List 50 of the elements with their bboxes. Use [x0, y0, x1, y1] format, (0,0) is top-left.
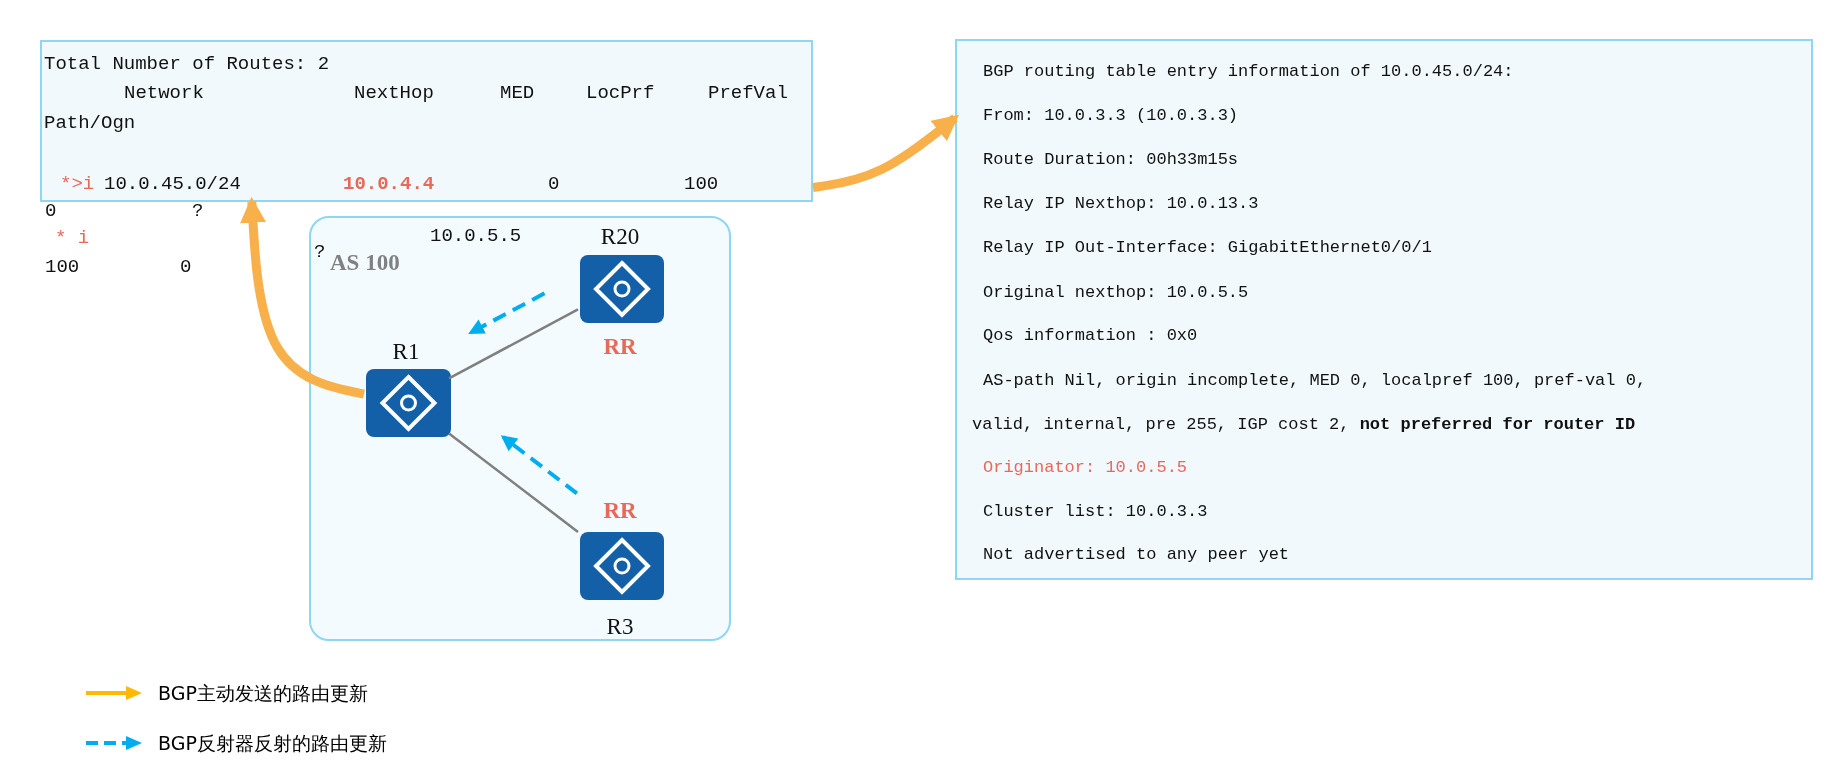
table-text: Network: [124, 81, 204, 105]
router-name: R20: [599, 224, 641, 250]
table-text: ?: [192, 199, 204, 223]
curved-arrow: [812, 114, 960, 192]
detail-line: Relay IP Out-Interface: GigabitEthernet0/0/1: [983, 237, 1432, 259]
detail-line: Route Duration: 00h33m15s: [983, 149, 1239, 171]
table-text: 10.0.45.0/24: [104, 172, 241, 196]
as-label: AS 100: [330, 250, 400, 276]
router-name: R1: [391, 339, 421, 365]
as-group-box: [309, 216, 731, 641]
link-line: [448, 308, 579, 380]
legend-label: BGP主动发送的路由更新: [158, 681, 368, 705]
route-detail-panel: [955, 39, 1813, 580]
detail-line: BGP routing table entry information of 10.0.45.0/24:: [983, 61, 1514, 83]
table-text: Total Number of Routes: 2: [44, 52, 330, 76]
detail-line: Qos information : 0x0: [983, 325, 1198, 347]
link-line: [448, 432, 579, 533]
table-text: PrefVal: [708, 81, 788, 105]
table-text: 100: [684, 172, 719, 196]
table-text: * i: [55, 226, 90, 250]
address-label: 10.0.5.5: [430, 224, 522, 248]
table-text: 0: [548, 172, 560, 196]
detail-line: Not advertised to any peer yet: [983, 544, 1290, 566]
table-text: NextHop: [354, 81, 434, 105]
table-text: 0: [180, 255, 192, 279]
detail-line: Cluster list: 10.0.3.3: [983, 501, 1208, 523]
route-table-panel: [40, 40, 813, 202]
role-label: RR: [602, 498, 638, 524]
curved-arrow: [240, 196, 365, 399]
table-text: LocPrf: [586, 81, 655, 105]
legend-label: BGP反射器反射的路由更新: [158, 731, 387, 755]
router-icon: [580, 532, 664, 600]
detail-line: From: 10.0.3.3 (10.0.3.3): [983, 105, 1239, 127]
detail-line: Original nexthop: 10.0.5.5: [983, 282, 1249, 304]
router-name: R3: [605, 614, 635, 640]
router-icon: [580, 255, 664, 323]
detail-line: Originator: 10.0.5.5: [983, 457, 1188, 479]
detail-line: Relay IP Nexthop: 10.0.13.3: [983, 193, 1259, 215]
role-label: RR: [602, 334, 638, 360]
table-text: MED: [500, 81, 535, 105]
table-text: *>i: [60, 172, 95, 196]
table-text: ?: [314, 240, 326, 264]
table-text: 100: [45, 255, 80, 279]
dashed-arrow: [500, 435, 579, 495]
detail-line: AS-path Nil, origin incomplete, MED 0, localpref 100, pref-val 0, valid, internal, pre 255, IGP cost 2, not preferred for router ID: [972, 370, 1648, 436]
dashed-arrow: [468, 291, 546, 335]
table-text: 10.0.4.4: [343, 172, 435, 196]
table-text: 0: [45, 199, 57, 223]
router-icon: [366, 369, 451, 437]
table-text: Path/Ogn: [44, 111, 136, 135]
